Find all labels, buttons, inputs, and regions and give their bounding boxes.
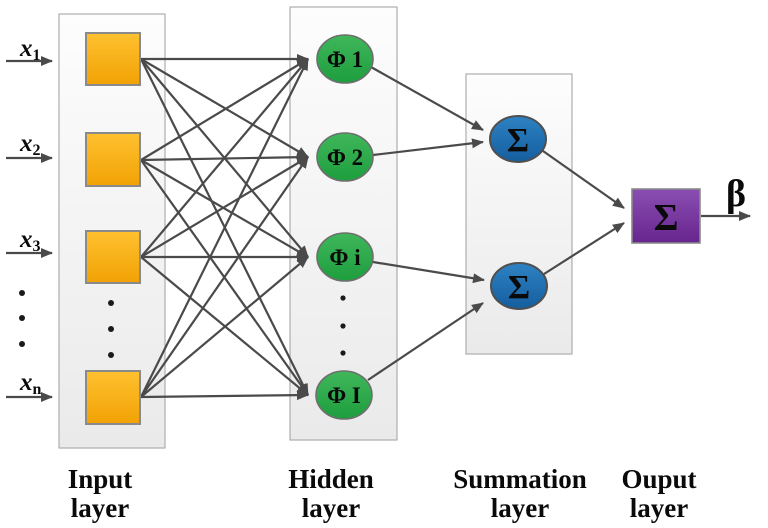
input-label-x3: x3 [19,226,41,255]
hidden-node-3 [316,232,374,282]
edge-hidden2-sum1 [372,138,484,157]
input-node-3 [85,230,141,284]
summation-sigma-1: Σ [507,122,529,159]
input-node-1 [85,32,141,86]
input-external-ellipsis [19,290,25,347]
summation-node-1 [489,115,547,163]
edge-hidden4-sum2 [367,302,484,381]
summation-sigma-2: Σ [508,269,530,306]
edge-input4-hidden3 [140,256,309,398]
edge-input4-hidden1 [140,58,309,398]
caption-input-layer-line2: layer [71,493,129,523]
output-sigma: Σ [654,197,679,239]
edge-input2-hidden3 [140,159,309,258]
caption-hidden-layer-line2: layer [302,493,360,523]
hidden-node-2 [316,132,374,182]
input-node-4 [85,370,141,425]
edge-input1-hidden2 [140,58,309,158]
hidden-node-label-3: Φ i [329,245,361,270]
input-label-xn: xn [19,369,42,398]
hidden-node-label-2: Φ 2 [327,145,363,170]
edge-sum1-output [542,150,625,209]
edge-sum2-output [543,222,625,275]
edge-hidden3-sum2 [372,260,485,284]
caption-output-layer-line2: layer [630,493,688,523]
hidden-node-label-4: Φ I [327,383,361,408]
output-node [631,188,701,244]
hidden-node-label-1: Φ 1 [327,47,363,72]
input-label-x2: x2 [19,130,41,159]
hidden-node-4 [315,370,373,420]
input-layer-ellipsis [108,300,114,358]
edge-input3-hidden1 [140,58,309,258]
caption-output-layer-line1: Ouput [621,464,696,494]
edge-input4-hidden2 [140,156,309,398]
hidden-layer-ellipsis [340,295,346,356]
edge-input3-hidden2 [140,156,309,258]
input-node-2 [85,132,141,187]
caption-summation-layer-line2: layer [491,493,549,523]
input-label-x1: x1 [19,35,41,64]
caption-summation-layer-line1: Summation [453,464,587,494]
edge-input4-hidden4 [140,390,309,401]
hidden-node-1 [316,34,374,84]
caption-input-layer-line1: Input [68,464,133,494]
beta-label: β [726,173,746,215]
caption-hidden-layer-line1: Hidden [288,464,374,494]
edge-input2-hidden1 [140,58,309,161]
summation-node-2 [490,262,548,310]
edge-hidden1-sum1 [370,66,484,131]
